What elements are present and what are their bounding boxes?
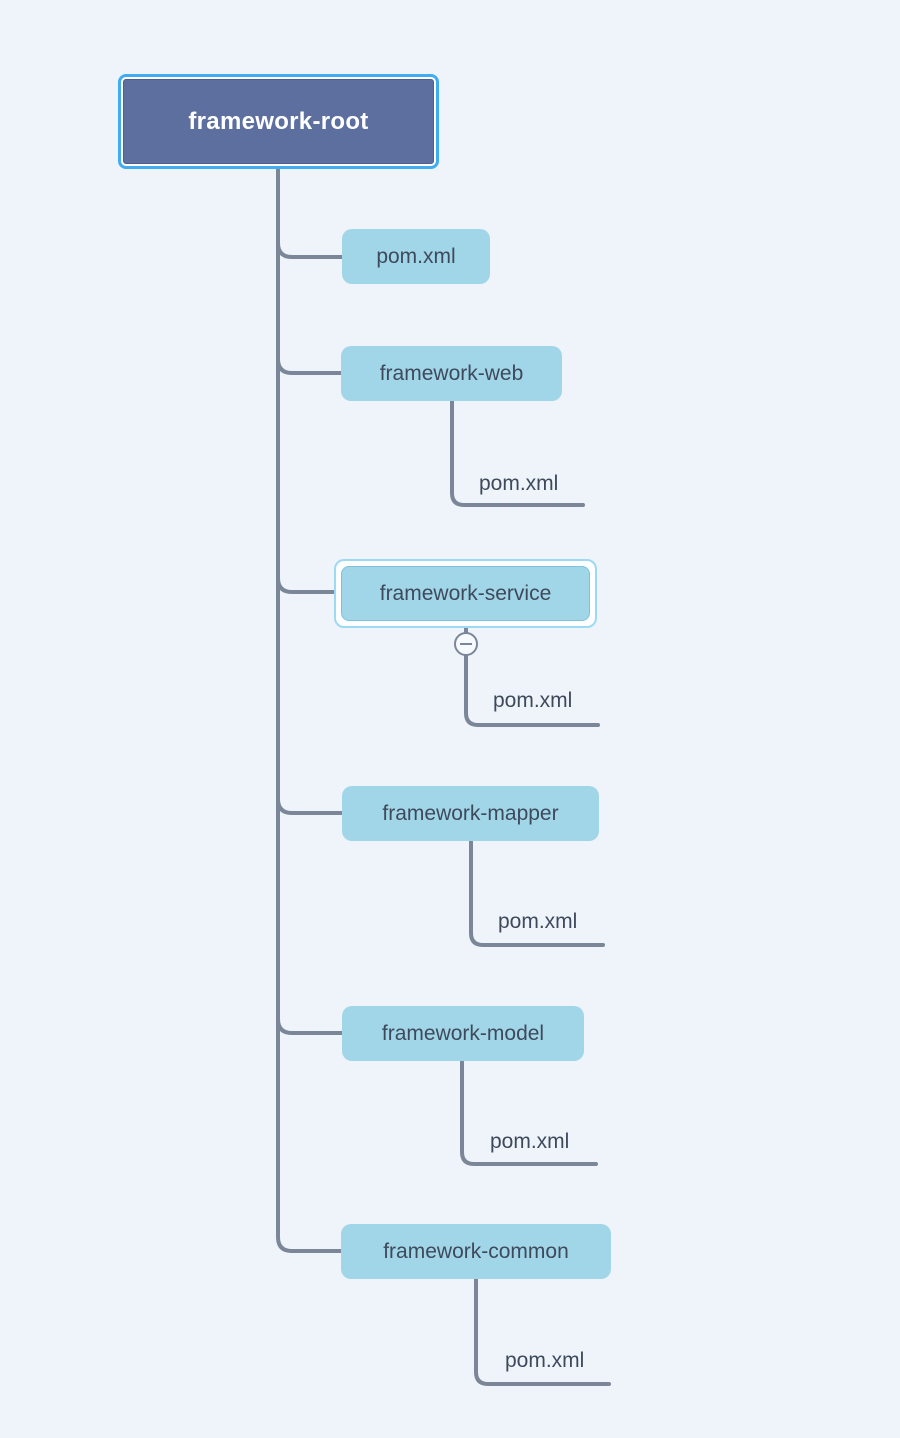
drop-model-pom (460, 1056, 598, 1166)
branch-model (276, 1017, 348, 1035)
node-framework-mapper[interactable]: framework-mapper (342, 786, 599, 841)
node-framework-web[interactable]: framework-web (341, 346, 562, 401)
branch-mapper (276, 797, 348, 815)
node-framework-model[interactable]: framework-model (342, 1006, 584, 1061)
node-framework-common[interactable]: framework-common (341, 1224, 611, 1279)
branch-web (276, 357, 348, 375)
drop-service-pom (464, 622, 600, 727)
root-selection-outline: framework-root (118, 74, 439, 169)
branch-service (276, 576, 341, 594)
trunk-line (276, 165, 348, 1253)
drop-web-pom (450, 397, 585, 507)
branch-pom (276, 241, 348, 259)
node-pom-xml[interactable]: pom.xml (342, 229, 490, 284)
drop-mapper-pom (469, 836, 605, 947)
minus-circle-icon[interactable] (454, 632, 478, 656)
leaf-pom-xml-service[interactable]: pom.xml (493, 689, 573, 712)
node-framework-root[interactable]: framework-root (123, 79, 434, 164)
leaf-pom-xml-web[interactable]: pom.xml (479, 472, 559, 495)
drop-common-pom (474, 1275, 611, 1386)
leaf-pom-xml-common[interactable]: pom.xml (505, 1349, 585, 1372)
leaf-pom-xml-mapper[interactable]: pom.xml (498, 910, 578, 933)
service-selection-outline: framework-service (334, 559, 597, 628)
leaf-pom-xml-model[interactable]: pom.xml (490, 1130, 570, 1153)
node-framework-service[interactable]: framework-service (341, 566, 590, 621)
